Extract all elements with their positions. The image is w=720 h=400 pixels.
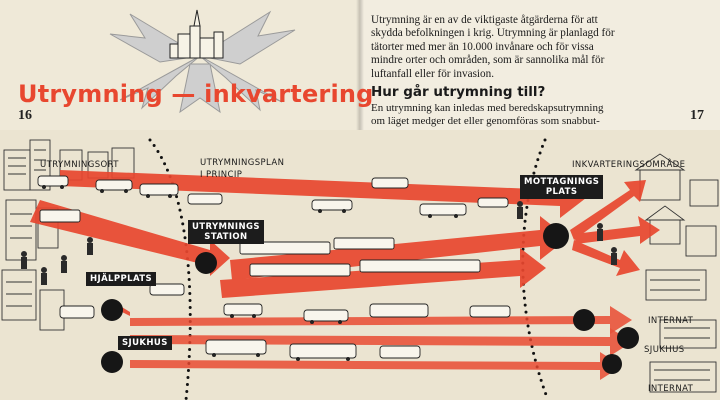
town-right-sketch bbox=[634, 153, 719, 393]
intro-line: mindre orter och områden, som är sannoli… bbox=[371, 54, 605, 67]
evacuation-diagram bbox=[0, 130, 720, 400]
mottagning-line2: PLATS bbox=[545, 187, 578, 197]
station-line1: UTRYMNINGS bbox=[192, 222, 260, 232]
section-heading: Hur går utrymning till? bbox=[371, 84, 546, 100]
compass-town-emblem bbox=[109, 9, 296, 114]
page-number-left: 16 bbox=[18, 108, 32, 123]
label-sjukhus-right: SJUKHUS bbox=[644, 345, 685, 355]
intro-line: luftanfall eller för invasion. bbox=[371, 67, 495, 80]
intro-line: tätorter med mer än 10.000 invånare och … bbox=[371, 40, 594, 53]
intro-paragraph: Utrymning är en av de viktigaste åtgärde… bbox=[371, 14, 671, 81]
wheels bbox=[42, 185, 458, 361]
station-line2: STATION bbox=[204, 232, 248, 242]
body-line: En utrymning kan inledas med beredskapsu… bbox=[371, 102, 604, 114]
intro-line: Utrymning är en av de viktigaste åtgärde… bbox=[371, 14, 598, 26]
evacuation-illustration: UTRYMNINGSORT UTRYMNINGSPLAN I PRINCIP I… bbox=[0, 130, 720, 400]
label-plan-line2: I PRINCIP bbox=[200, 170, 243, 180]
people bbox=[21, 201, 617, 285]
label-utrymningsort: UTRYMNINGSORT bbox=[40, 160, 119, 170]
label-utrymningsstation: UTRYMNINGS STATION bbox=[188, 220, 264, 244]
label-inkvarteringsomrade: INKVARTERINGSOMRÅDE bbox=[572, 160, 686, 170]
vehicles bbox=[37, 175, 511, 359]
page-title: Utrymning — inkvartering bbox=[18, 80, 374, 108]
body-line: om läget medger det eller genomföras som… bbox=[371, 115, 600, 127]
label-plan-line1: UTRYMNINGSPLAN bbox=[200, 158, 285, 168]
label-internat-1: INTERNAT bbox=[648, 316, 694, 326]
intro-line: skydda befolkningen i krig. Utrymning är… bbox=[371, 27, 615, 40]
label-hjalpplats: HJÄLPPLATS bbox=[86, 272, 156, 286]
label-mottagningsplats: MOTTAGNINGS PLATS bbox=[520, 175, 604, 199]
mottagning-line1: MOTTAGNINGS bbox=[524, 177, 600, 187]
label-sjukhus-left: SJUKHUS bbox=[118, 336, 172, 350]
page-number-right: 17 bbox=[690, 108, 704, 123]
label-internat-2: INTERNAT bbox=[648, 384, 694, 394]
node-markers bbox=[101, 223, 639, 374]
